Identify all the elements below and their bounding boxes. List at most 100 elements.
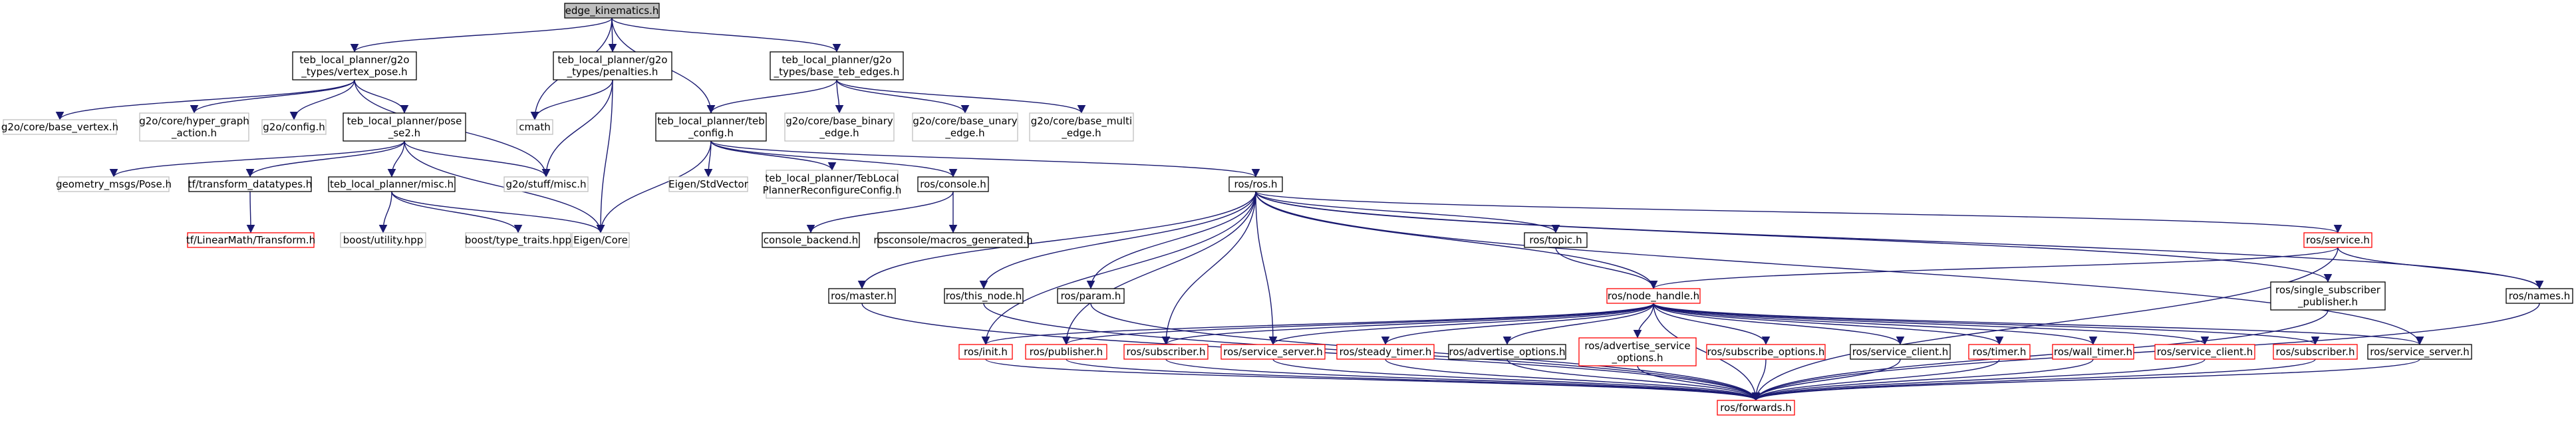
- node-ros_subscriber_a[interactable]: ros/subscriber.h: [1123, 344, 1209, 360]
- node-box[interactable]: [1220, 344, 1326, 360]
- node-box[interactable]: [2303, 232, 2372, 248]
- node-box[interactable]: [1029, 112, 1134, 142]
- node-ros_service[interactable]: ros/service.h: [2303, 232, 2372, 248]
- node-base_vertex[interactable]: g2o/core/base_vertex.h: [1, 119, 118, 135]
- node-box[interactable]: [188, 176, 312, 192]
- node-box[interactable]: [292, 51, 417, 80]
- node-geometry_pose[interactable]: geometry_msgs/Pose.h: [56, 176, 172, 192]
- node-console_backend[interactable]: console_backend.h: [762, 232, 860, 248]
- node-base_binary_edge[interactable]: g2o/core/base_binary_edge.h: [784, 112, 895, 142]
- node-ros_wall_timer[interactable]: ros/wall_timer.h: [2052, 344, 2134, 360]
- node-box[interactable]: [1336, 344, 1435, 360]
- node-box[interactable]: [2273, 344, 2358, 360]
- node-ros_topic[interactable]: ros/topic.h: [1524, 232, 1588, 248]
- node-tf_transform_datatypes[interactable]: tf/transform_datatypes.h: [188, 176, 313, 192]
- node-box[interactable]: [564, 3, 660, 19]
- node-box[interactable]: [2052, 344, 2134, 360]
- node-box[interactable]: [187, 232, 315, 248]
- node-box[interactable]: [340, 232, 426, 248]
- node-eigen_stdvector[interactable]: Eigen/StdVector: [668, 176, 749, 192]
- node-eigen_core[interactable]: Eigen/Core: [571, 232, 630, 248]
- node-box[interactable]: [3, 119, 117, 135]
- node-ros_node_handle[interactable]: ros/node_handle.h: [1606, 288, 1701, 304]
- node-ros_param[interactable]: ros/param.h: [1057, 288, 1125, 304]
- node-box[interactable]: [668, 176, 748, 192]
- node-box[interactable]: [1968, 344, 2031, 360]
- node-ros_names[interactable]: ros/names.h: [2505, 288, 2573, 304]
- node-box[interactable]: [1706, 344, 1826, 360]
- node-box[interactable]: [343, 112, 466, 142]
- node-box[interactable]: [139, 112, 249, 142]
- node-ros_this_node[interactable]: ros/this_node.h: [944, 288, 1024, 304]
- node-box[interactable]: [1228, 176, 1283, 192]
- node-base_unary_edge[interactable]: g2o/core/base_unary_edge.h: [912, 112, 1018, 142]
- node-box[interactable]: [912, 112, 1018, 142]
- node-ros_subscribe_options[interactable]: ros/subscribe_options.h: [1706, 344, 1826, 360]
- node-base_multi_edge[interactable]: g2o/core/base_multi_edge.h: [1029, 112, 1134, 142]
- node-stuff_misc[interactable]: g2o/stuff/misc.h: [503, 176, 589, 192]
- node-ros_h[interactable]: ros/ros.h: [1228, 176, 1283, 192]
- node-box[interactable]: [784, 112, 895, 142]
- node-ros_advertise_options[interactable]: ros/advertise_options.h: [1448, 344, 1566, 360]
- node-ros_master[interactable]: ros/master.h: [828, 288, 896, 304]
- node-root[interactable]: edge_kinematics.h: [564, 3, 660, 19]
- node-boost_type_traits[interactable]: boost/type_traits.hpp: [465, 232, 571, 248]
- node-box[interactable]: [328, 176, 456, 192]
- node-tf_linearmath[interactable]: tf/LinearMath/Transform.h: [186, 232, 315, 248]
- node-g2o_config[interactable]: g2o/config.h: [261, 119, 327, 135]
- node-box[interactable]: [2154, 344, 2255, 360]
- node-hyper_graph_action[interactable]: g2o/core/hyper_graph_action.h: [139, 112, 249, 142]
- node-box[interactable]: [465, 232, 571, 248]
- node-box[interactable]: [1057, 288, 1125, 304]
- node-box[interactable]: [766, 170, 899, 199]
- node-ros_advertise_service_options[interactable]: ros/advertise_service_options.h: [1578, 337, 1697, 366]
- node-box[interactable]: [2367, 344, 2472, 360]
- node-box[interactable]: [1448, 344, 1566, 360]
- node-box[interactable]: [655, 112, 767, 142]
- node-ros_steady_timer[interactable]: ros/steady_timer.h: [1336, 344, 1435, 360]
- node-box[interactable]: [1606, 288, 1701, 304]
- node-box[interactable]: [2270, 281, 2386, 311]
- node-box[interactable]: [770, 51, 904, 80]
- node-ros_service_client_b[interactable]: ros/service_client.h: [2154, 344, 2255, 360]
- node-ros_publisher[interactable]: ros/publisher.h: [1025, 344, 1107, 360]
- node-ros_service_client_a[interactable]: ros/service_client.h: [1850, 344, 1951, 360]
- node-single_sub_pub[interactable]: ros/single_subscriber_publisher.h: [2270, 281, 2386, 311]
- node-ros_timer[interactable]: ros/timer.h: [1968, 344, 2031, 360]
- node-box[interactable]: [2505, 288, 2573, 304]
- node-ros_forwards[interactable]: ros/forwards.h: [1717, 400, 1795, 416]
- node-box[interactable]: [1717, 400, 1795, 416]
- node-box[interactable]: [762, 232, 860, 248]
- node-penalties[interactable]: teb_local_planner/g2o_types/penalties.h: [553, 51, 672, 80]
- node-box[interactable]: [944, 288, 1024, 304]
- node-box[interactable]: [503, 176, 589, 192]
- node-box[interactable]: [58, 176, 170, 192]
- node-box[interactable]: [1524, 232, 1588, 248]
- node-box[interactable]: [516, 119, 553, 135]
- node-reconfigure_config[interactable]: teb_local_planner/TebLocalPlannerReconfi…: [763, 170, 902, 199]
- node-macros_generated[interactable]: rosconsole/macros_generated.h: [873, 232, 1033, 248]
- node-boost_utility[interactable]: boost/utility.hpp: [340, 232, 426, 248]
- node-box[interactable]: [958, 344, 1013, 360]
- node-box[interactable]: [1578, 337, 1697, 366]
- node-box[interactable]: [828, 288, 896, 304]
- node-box[interactable]: [877, 232, 1029, 248]
- node-box[interactable]: [571, 232, 630, 248]
- node-box[interactable]: [1850, 344, 1951, 360]
- node-ros_init[interactable]: ros/init.h: [958, 344, 1013, 360]
- node-vertex_pose[interactable]: teb_local_planner/g2o_types/vertex_pose.…: [292, 51, 417, 80]
- node-box[interactable]: [261, 119, 327, 135]
- node-box[interactable]: [1025, 344, 1107, 360]
- node-box[interactable]: [1123, 344, 1209, 360]
- node-teb_config[interactable]: teb_local_planner/teb_config.h: [655, 112, 767, 142]
- node-ros_service_server_a[interactable]: ros/service_server.h: [1220, 344, 1326, 360]
- node-ros_subscriber_b[interactable]: ros/subscriber.h: [2273, 344, 2358, 360]
- node-tlp_misc[interactable]: teb_local_planner/misc.h: [328, 176, 456, 192]
- node-box[interactable]: [917, 176, 989, 192]
- node-box[interactable]: [553, 51, 672, 80]
- node-ros_service_server_b[interactable]: ros/service_server.h: [2367, 344, 2472, 360]
- node-cmath[interactable]: cmath: [516, 119, 553, 135]
- node-ros_console[interactable]: ros/console.h: [917, 176, 989, 192]
- node-base_teb_edges[interactable]: teb_local_planner/g2o_types/base_teb_edg…: [770, 51, 904, 80]
- node-pose_se2[interactable]: teb_local_planner/pose_se2.h: [343, 112, 466, 142]
